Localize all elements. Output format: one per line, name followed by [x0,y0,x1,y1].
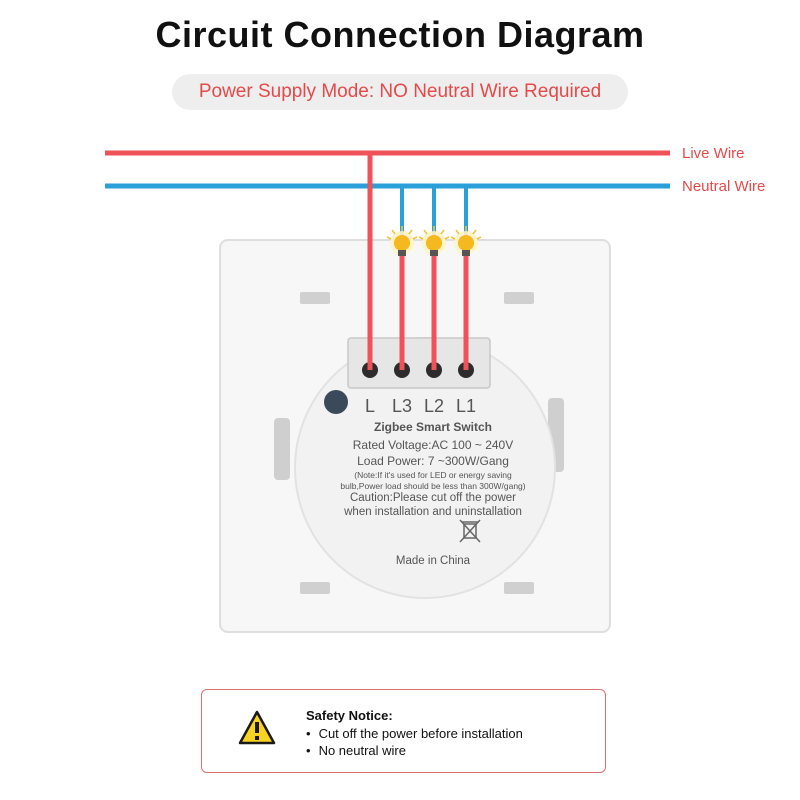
terminal-label-l3: L3 [391,396,413,416]
neutral-wire-label: Neutral Wire [682,178,766,195]
light-bulb-icon [386,226,418,256]
plate-slot [300,582,330,594]
terminal-label-l1: L1 [455,396,477,416]
weee-bin-icon [459,519,481,543]
caution-line-1: Caution:Please cut off the power [349,492,516,504]
light-bulb-icon [418,226,450,256]
module-screw [324,390,348,414]
load-power: Load Power: 7 ~300W/Gang [357,454,509,468]
note-line-1: (Note:If it's used for LED or energy sav… [354,470,512,480]
page-title: Circuit Connection Diagram [155,14,645,55]
terminal-label-l: L [364,396,375,416]
note-line-2: bulb,Power load should be less than 300W… [340,481,526,491]
plate-side-clip [274,418,290,480]
module-name: Zigbee Smart Switch [373,420,493,434]
terminal-block [347,337,491,389]
safety-notice-title: Safety Notice: [306,708,393,723]
terminal-label-l2: L2 [423,396,445,416]
plate-slot [300,292,330,304]
plate-slot [504,292,534,304]
live-wire-label: Live Wire [682,145,745,162]
plate-slot [504,582,534,594]
power-mode-badge: Power Supply Mode: NO Neutral Wire Requi… [172,74,628,110]
safety-notice-list: Cut off the power before installation No… [306,725,523,759]
caution-line-2: when installation and uninstallation [344,506,522,518]
warning-triangle-icon [238,710,276,745]
made-in-label: Made in China [395,555,471,567]
safety-item: Cut off the power before installation [306,725,523,742]
rated-voltage: Rated Voltage:AC 100 ~ 240V [352,438,514,452]
safety-notice-box: Safety Notice: Cut off the power before … [201,689,606,773]
light-bulb-icon [450,226,482,256]
safety-item: No neutral wire [306,742,523,759]
